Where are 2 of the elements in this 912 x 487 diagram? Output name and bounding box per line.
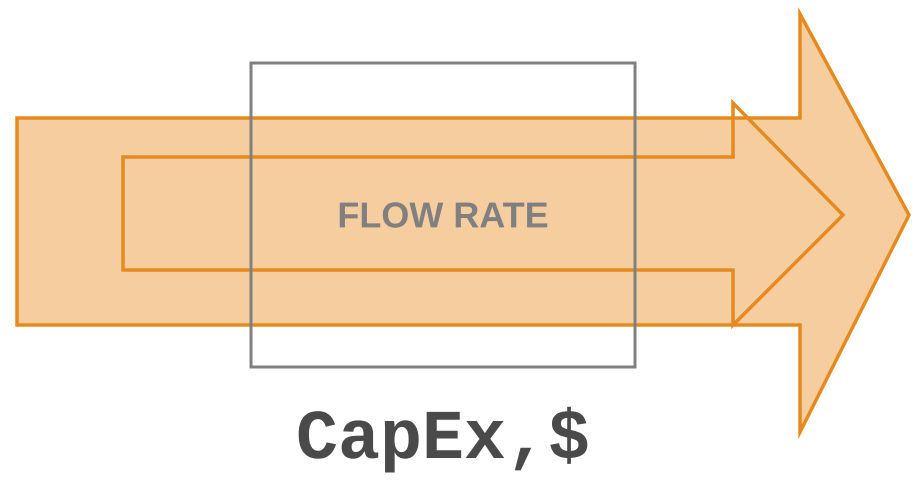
- rate-box: FLOW RATE: [250, 62, 636, 368]
- caption-text: CapEx,$: [298, 406, 588, 473]
